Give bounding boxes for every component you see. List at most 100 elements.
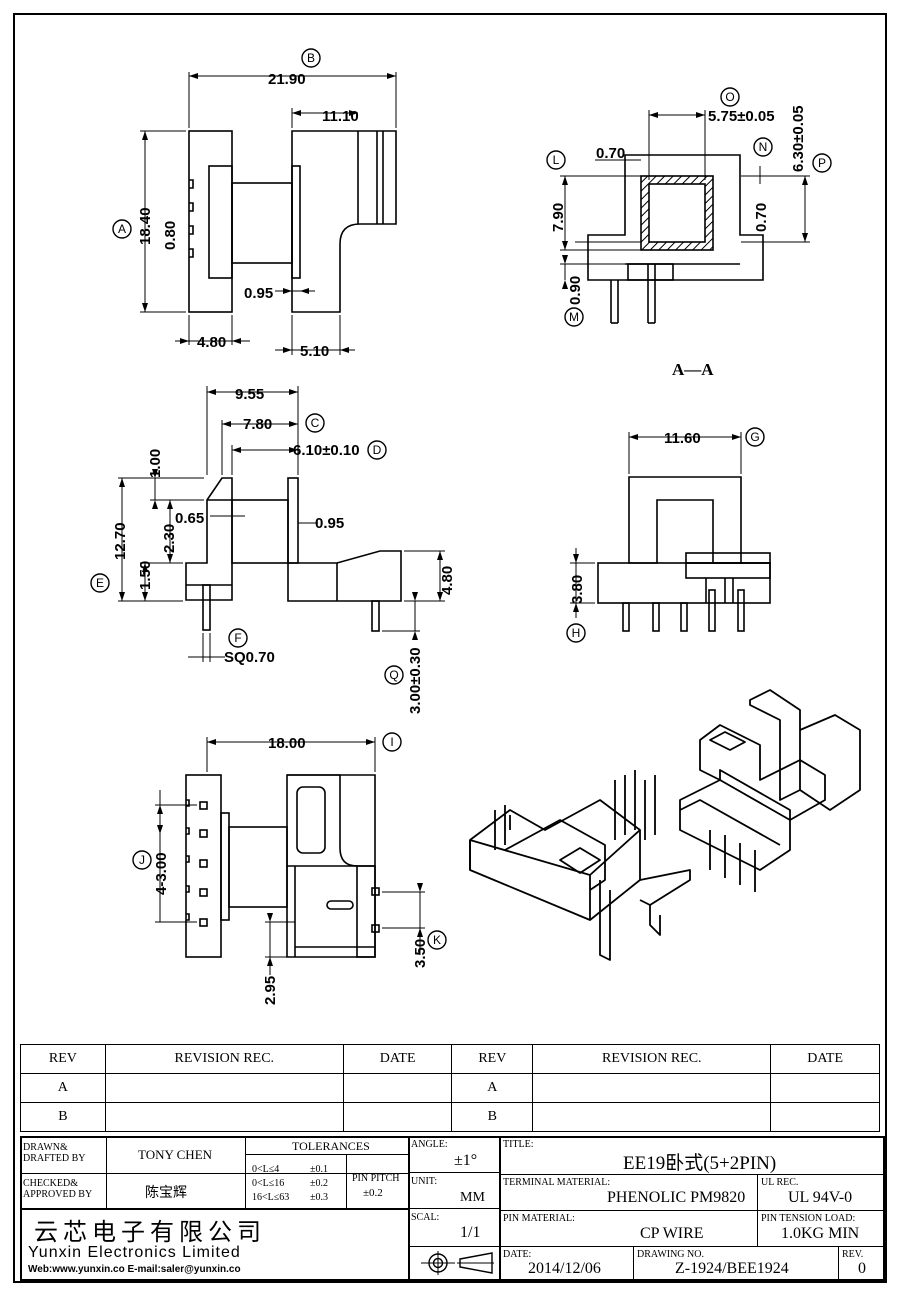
balloon-o bbox=[720, 87, 740, 107]
date-cell bbox=[342, 1102, 453, 1132]
dim-3-50: 3.50 bbox=[412, 939, 429, 968]
dim-0-95-top: 0.95 bbox=[244, 285, 273, 302]
unit-value: MM bbox=[460, 1190, 485, 1205]
dim-0-70-right: 0.70 bbox=[753, 203, 770, 232]
balloon-g-label: G bbox=[750, 430, 759, 444]
balloon-d-label: D bbox=[373, 443, 382, 457]
drawing-title: EE19卧式(5+2PIN) bbox=[623, 1153, 777, 1174]
balloon-m-label: M bbox=[569, 310, 579, 324]
unit-label: UNIT: bbox=[411, 1176, 438, 1187]
scale-label: SCAL: bbox=[411, 1212, 440, 1223]
dim-1-50: 1.50 bbox=[137, 561, 154, 590]
balloon-f bbox=[228, 628, 248, 648]
view-top-left bbox=[188, 130, 397, 313]
revision-rec-header-2: REVISION REC. bbox=[532, 1044, 772, 1074]
dim-0-90: 0.90 bbox=[567, 276, 584, 305]
section-label-aa: A—A bbox=[672, 360, 714, 379]
pin-tension-label: PIN TENSION LOAD: bbox=[761, 1213, 856, 1224]
date-header: DATE bbox=[342, 1044, 453, 1074]
dim-5-75: 5.75±0.05 bbox=[708, 108, 775, 125]
dim-11-10: 11.10 bbox=[322, 108, 359, 125]
balloon-p bbox=[812, 153, 832, 173]
balloon-q bbox=[384, 665, 404, 685]
dim-7-80: 7.80 bbox=[243, 416, 272, 433]
date-header-2: DATE bbox=[770, 1044, 880, 1074]
balloon-i-label: I bbox=[390, 735, 393, 749]
dim-3-00: 3.00±0.30 bbox=[407, 647, 424, 714]
dim-4-80: 4.80 bbox=[197, 334, 226, 351]
projection-symbol-icon bbox=[421, 1251, 494, 1275]
dim-0-65: 0.65 bbox=[175, 510, 204, 527]
date-cell bbox=[342, 1073, 453, 1103]
balloon-h bbox=[566, 623, 586, 643]
dim-12-70: 12.70 bbox=[112, 522, 129, 560]
balloon-j bbox=[132, 850, 152, 870]
view-front bbox=[597, 476, 771, 632]
company-web: Web:www.yunxin.co E-mail:saler@yunxin.co bbox=[28, 1264, 241, 1275]
rec-cell bbox=[104, 1073, 344, 1103]
checked-label: CHECKED& APPROVED BY bbox=[23, 1178, 93, 1200]
rev-cell: A bbox=[451, 1073, 534, 1103]
view-3d bbox=[469, 689, 861, 961]
view-side bbox=[185, 477, 402, 632]
tol-range-2: 0<L≤16 bbox=[252, 1178, 285, 1189]
balloon-m bbox=[564, 307, 584, 327]
dim-5-10: 5.10 bbox=[300, 343, 329, 360]
date-value: 2014/12/06 bbox=[528, 1260, 601, 1277]
rec-cell bbox=[532, 1102, 772, 1132]
rev-cell: A bbox=[20, 1073, 106, 1103]
balloon-a bbox=[112, 219, 132, 239]
company-name-en: Yunxin Electronics Limited bbox=[28, 1244, 241, 1261]
drawing-no-label: DRAWING NO. bbox=[637, 1249, 704, 1260]
pin-material: CP WIRE bbox=[640, 1225, 704, 1242]
drawn-by: TONY CHEN bbox=[138, 1147, 213, 1162]
balloon-a-label: A bbox=[118, 222, 126, 236]
dim-1-00: 1.00 bbox=[147, 449, 164, 478]
revision-header-row: REV REVISION REC. DATE REV REVISION REC.… bbox=[20, 1044, 880, 1074]
tolerances-label: TOLERANCES bbox=[292, 1139, 370, 1153]
dim-11-60: 11.60 bbox=[664, 430, 701, 447]
balloon-p-label: P bbox=[818, 156, 826, 170]
ul-label: UL REC. bbox=[761, 1177, 799, 1188]
view-bottom bbox=[185, 774, 380, 958]
revision-table: REV REVISION REC. DATE REV REVISION REC.… bbox=[20, 1044, 880, 1132]
balloon-j-label: J bbox=[139, 853, 145, 867]
balloon-k bbox=[427, 930, 447, 950]
angle-label: ANGLE: bbox=[411, 1139, 448, 1150]
dim-sq-0-70: SQ0.70 bbox=[224, 649, 275, 666]
dim-4-80-side: 4.80 bbox=[439, 566, 456, 595]
drawn-label: DRAWN& DRAFTED BY bbox=[23, 1142, 86, 1164]
balloon-k-label: K bbox=[433, 933, 441, 947]
dim-4x3-00: 4-3.00 bbox=[153, 852, 170, 895]
dim-2-95: 2.95 bbox=[262, 976, 279, 1005]
tol-value-1: ±0.1 bbox=[310, 1164, 328, 1175]
dim-21-90: 21.90 bbox=[268, 71, 306, 88]
pin-tension: 1.0KG MIN bbox=[781, 1225, 860, 1242]
dim-7-90: 7.90 bbox=[550, 203, 567, 232]
rev-label: REV. bbox=[842, 1249, 864, 1260]
title-label: TITLE: bbox=[503, 1139, 534, 1150]
revision-rec-header: REVISION REC. bbox=[104, 1044, 344, 1074]
company-name-cn: 云芯电子有限公司 bbox=[34, 1218, 266, 1246]
balloon-h-label: H bbox=[572, 626, 581, 640]
pin-material-label: PIN MATERIAL: bbox=[503, 1213, 575, 1224]
sheet-border bbox=[13, 13, 887, 1283]
pin-pitch: ±0.2 bbox=[363, 1187, 383, 1199]
date-cell bbox=[770, 1102, 880, 1132]
dim-0-80: 0.80 bbox=[162, 221, 179, 250]
balloon-e bbox=[90, 573, 110, 593]
balloon-d bbox=[367, 440, 387, 460]
balloon-f-label: F bbox=[234, 631, 241, 645]
balloon-c-label: C bbox=[311, 416, 320, 430]
tol-value-3: ±0.3 bbox=[310, 1192, 328, 1203]
dim-18-00: 18.00 bbox=[268, 735, 306, 752]
title-block: DRAWN& DRAFTED BY TONY CHEN CHECKED& APP… bbox=[20, 1136, 885, 1281]
rev-cell: B bbox=[20, 1102, 106, 1132]
view-section-aa bbox=[587, 154, 764, 324]
pin-pitch-label: PIN PITCH bbox=[352, 1173, 400, 1184]
tol-range-1: 0<L≤4 bbox=[252, 1164, 280, 1175]
checked-by: 陈宝辉 bbox=[145, 1186, 187, 1201]
rev-header: REV bbox=[20, 1044, 106, 1074]
